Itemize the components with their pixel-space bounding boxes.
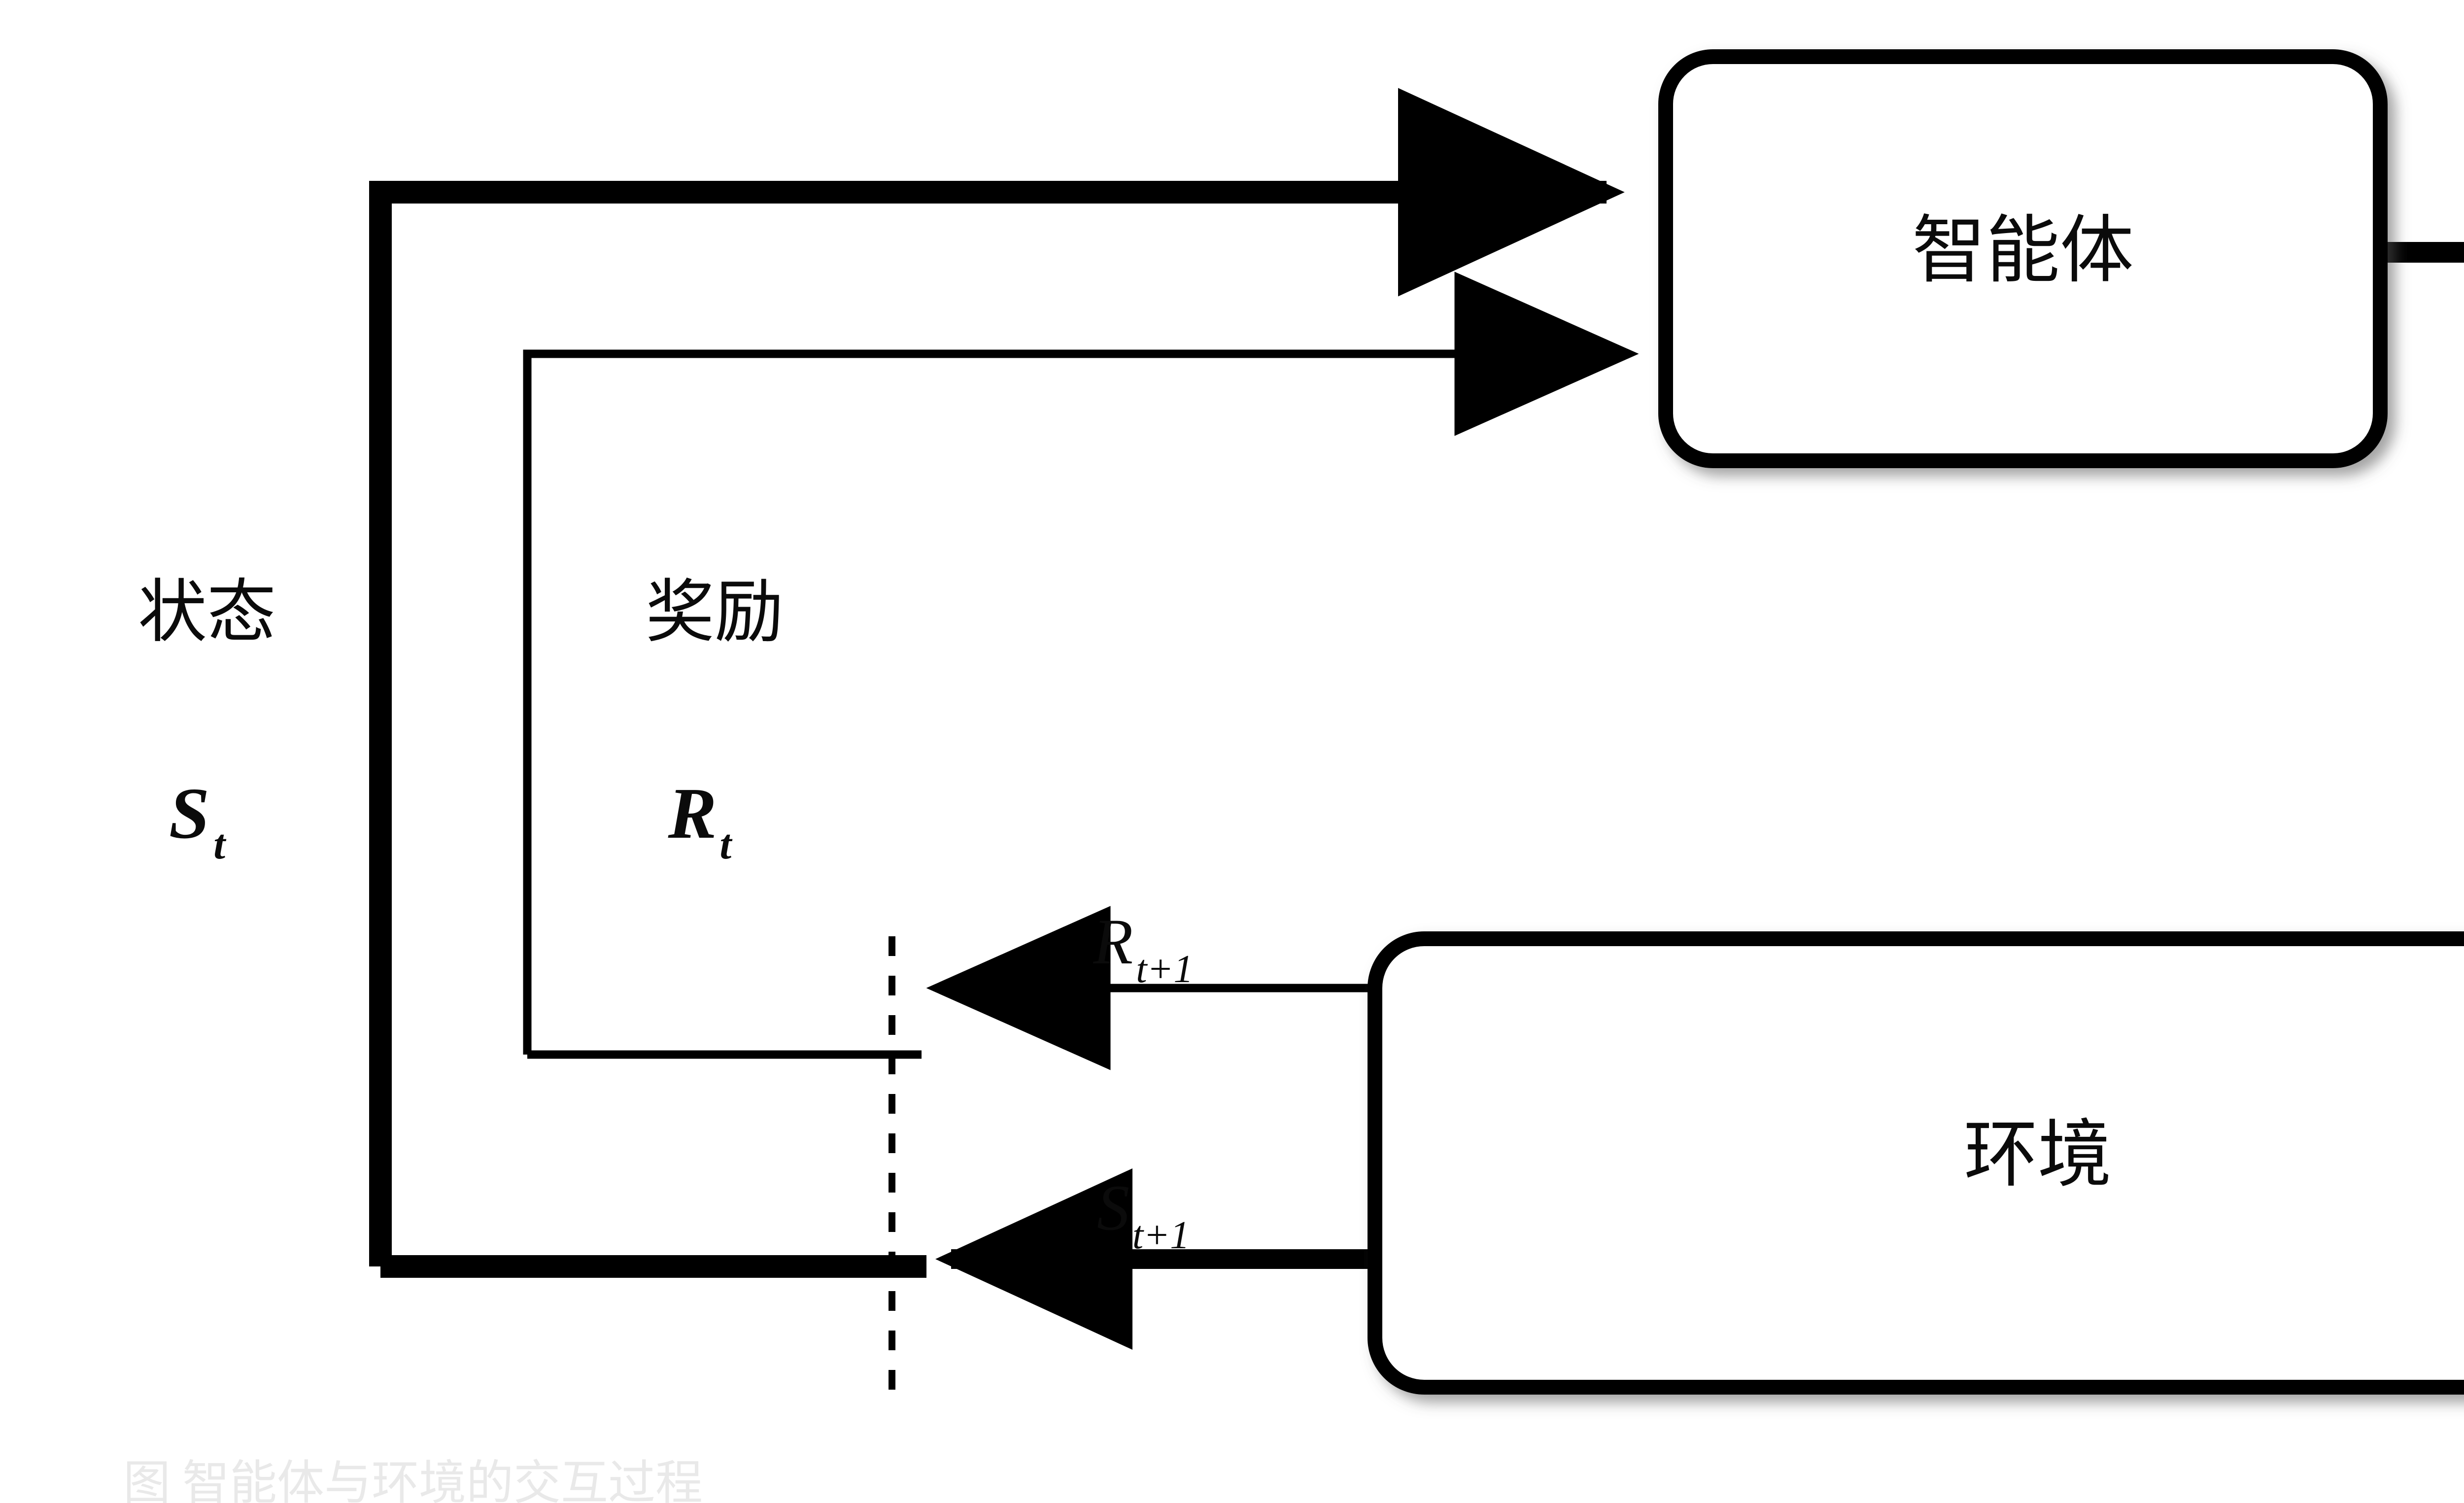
label-state-next: St+1 (1097, 1171, 1190, 1257)
reward-next-subscript: t+1 (1136, 948, 1193, 991)
edge-state-to-agent (369, 88, 1625, 1278)
state-next-base: S (1097, 1171, 1129, 1244)
reward-symbol-subscript: t (719, 820, 733, 868)
node-agent[interactable]: 智能体 (1658, 49, 2388, 468)
agent-label: 智能体 (1912, 210, 2134, 292)
state-next-symbol: St+1 (1097, 1171, 1190, 1257)
node-environment[interactable]: 环境 (1368, 931, 2464, 1395)
figure-caption: 图 智能体与环境的交互过程 (123, 1457, 703, 1503)
reward-name-label: 奖励 (646, 575, 784, 651)
reward-symbol: Rt (668, 773, 733, 868)
agent-box[interactable] (1658, 49, 2388, 468)
state-name-label: 状态 (138, 575, 276, 651)
label-reward-next: Rt+1 (1093, 905, 1194, 991)
label-reward: 奖励 Rt (646, 575, 784, 868)
edge-reward-to-agent (523, 272, 1639, 1059)
state-symbol-subscript: t (213, 820, 227, 868)
state-rail-to-agent (369, 88, 1625, 1266)
label-state: 状态 St (138, 575, 276, 868)
state-symbol-base: S (169, 773, 209, 854)
reward-symbol-base: R (668, 773, 717, 854)
state-next-subscript: t+1 (1132, 1214, 1190, 1257)
reward-next-symbol: Rt+1 (1093, 905, 1194, 991)
state-symbol: St (169, 773, 227, 868)
reward-next-base: R (1093, 905, 1133, 978)
environment-box[interactable] (1368, 931, 2464, 1395)
environment-label: 环境 (1964, 1114, 2112, 1196)
reward-rail-to-agent (523, 272, 1639, 1055)
